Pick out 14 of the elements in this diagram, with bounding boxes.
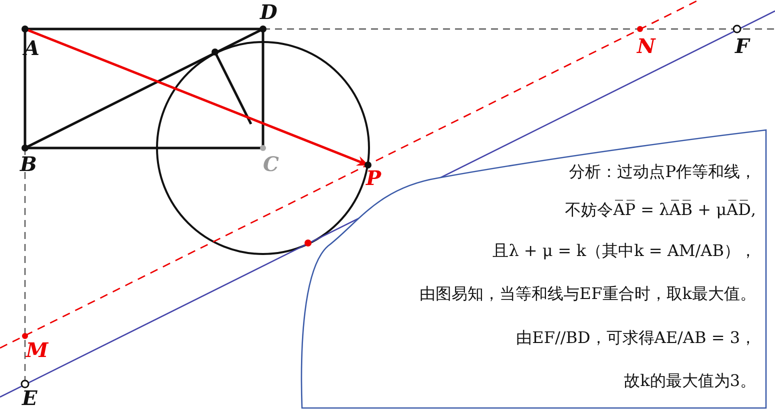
analysis-text: 分析：过动点P作等和线， bbox=[569, 162, 756, 182]
point-label: C bbox=[263, 154, 279, 174]
point-label: E bbox=[22, 388, 38, 408]
point-label: B bbox=[20, 154, 37, 174]
analysis-text: 不妨令A̅P̅ = λA̅B̅ + μA̅D̅, bbox=[565, 200, 756, 220]
analysis-text: 且λ + μ = k（其中k = AM/AB）， bbox=[492, 241, 756, 261]
analysis-text: 故k的最大值为3。 bbox=[624, 371, 756, 391]
point-label: M bbox=[26, 340, 48, 360]
point-label: P bbox=[366, 168, 382, 188]
point-label: F bbox=[735, 36, 750, 56]
analysis-text: 由EF//BD，可求得AE/AB = 3， bbox=[516, 328, 756, 348]
analysis-text: 由图易知，当等和线与EF重合时，取k最大值。 bbox=[420, 284, 756, 304]
point-label: D bbox=[260, 2, 278, 22]
point-label: N bbox=[637, 36, 656, 56]
